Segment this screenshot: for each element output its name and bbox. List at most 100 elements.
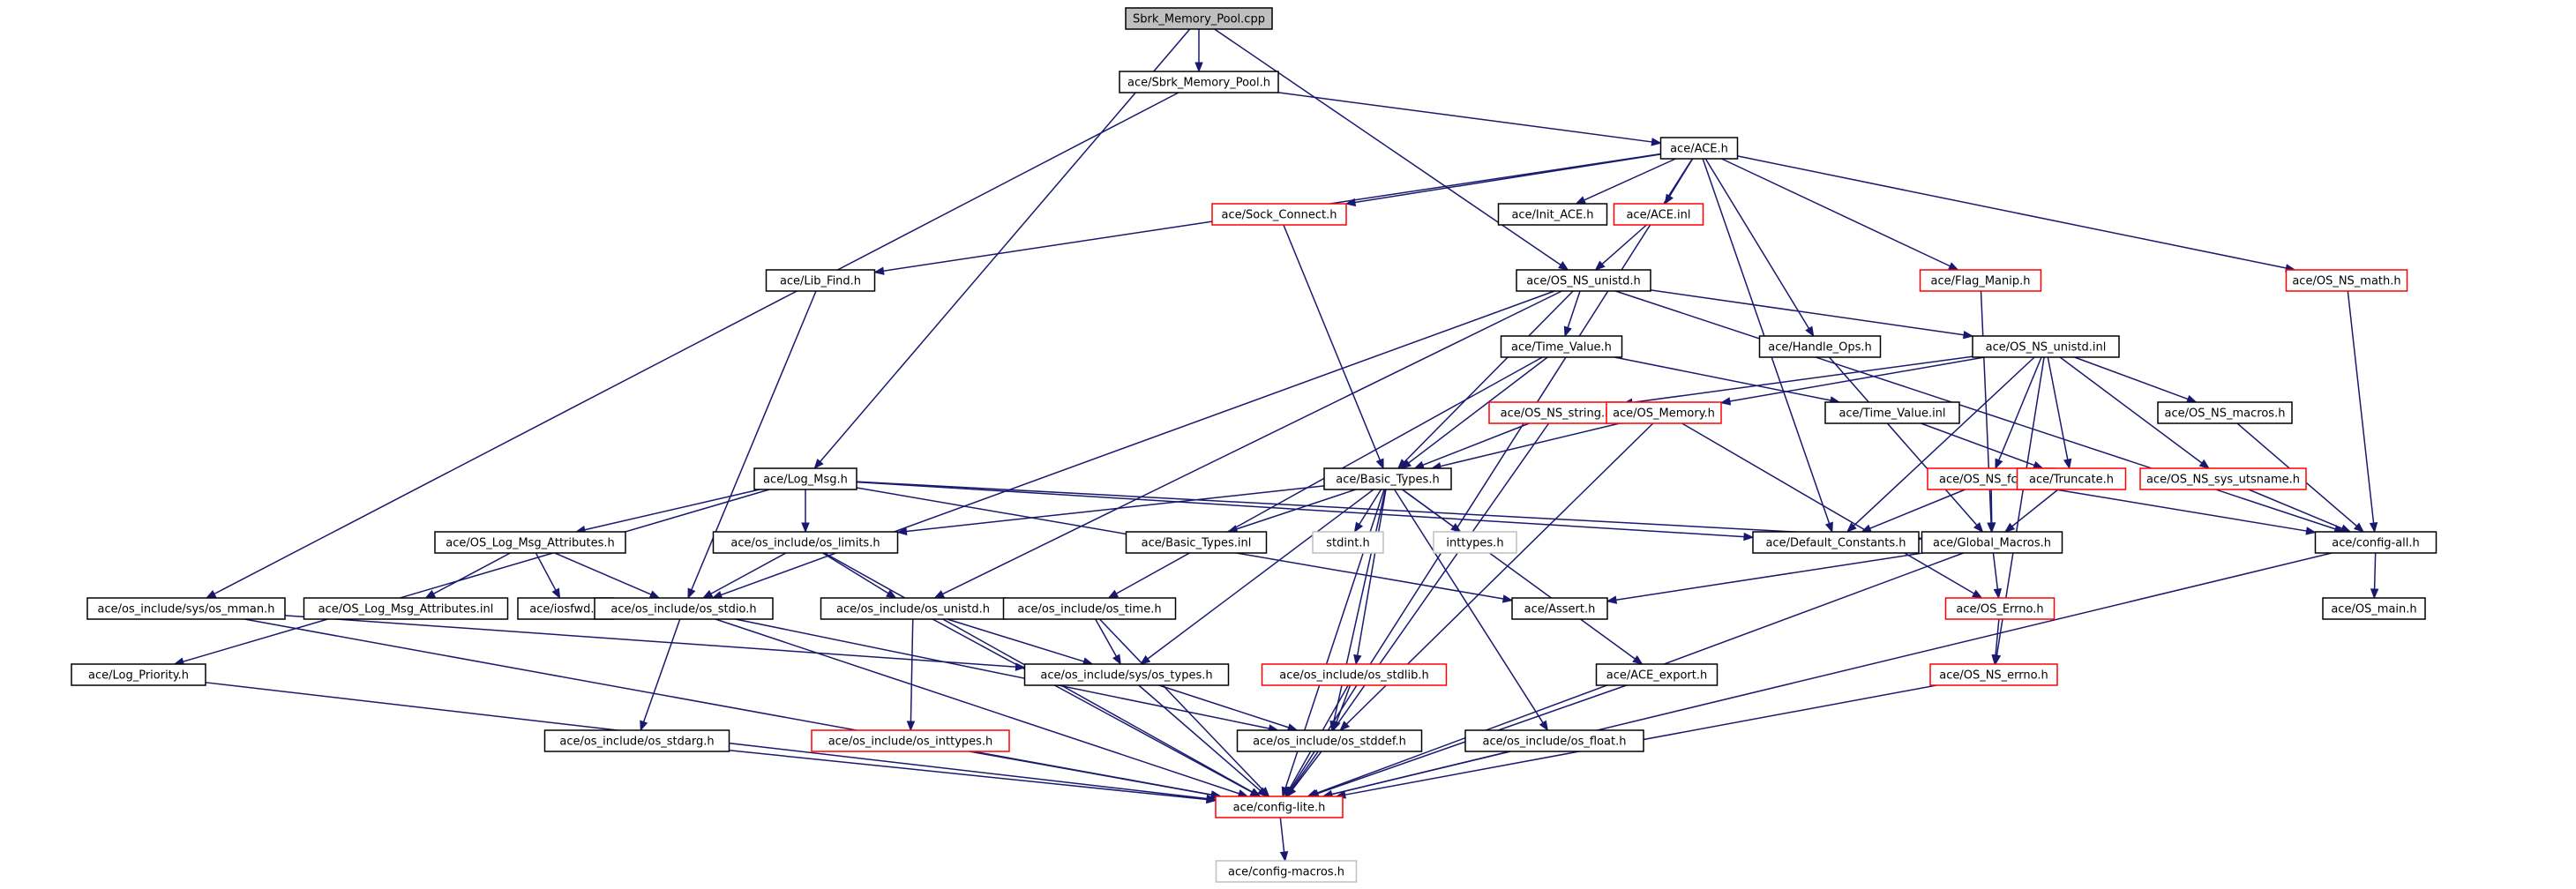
edge-os_types-to-config_lite: [1138, 684, 1269, 797]
edge-os_ns_unistd_inl-to-os_memory: [1719, 356, 1985, 406]
node-time_value_h[interactable]: ace/Time_Value.h: [1500, 335, 1623, 358]
edge-lib_find-to-os_stdio: [687, 290, 817, 600]
edge-line: [735, 618, 1269, 729]
edge-line: [554, 552, 652, 595]
edge-basic_types_h-to-os_limits: [896, 485, 1325, 536]
node-label: ace/OS_NS_macros.h: [2165, 407, 2286, 421]
node-os_log_msg_attr_h[interactable]: ace/OS_Log_Msg_Attributes.h: [434, 531, 626, 554]
node-os_stdio[interactable]: ace/os_include/os_stdio.h: [594, 597, 774, 620]
edge-line: [969, 751, 1212, 796]
edge-line: [910, 618, 914, 722]
edge-line: [2011, 489, 2059, 527]
node-assert[interactable]: ace/Assert.h: [1511, 597, 1608, 620]
edge-line: [1138, 684, 1262, 792]
node-ace_h[interactable]: ace/ACE.h: [1659, 137, 1739, 160]
node-sbrk_h[interactable]: ace/Sbrk_Memory_Pool.h: [1119, 71, 1279, 93]
node-box: [1211, 203, 1347, 226]
arrowhead: [1501, 594, 1514, 603]
node-box: [1119, 71, 1279, 93]
node-init_ace[interactable]: ace/Init_ACE.h: [1497, 203, 1608, 226]
edge-log_msg-to-os_limits: [801, 489, 810, 534]
node-os_ns_string[interactable]: ace/OS_NS_string.h: [1488, 401, 1624, 424]
arrowhead: [813, 458, 824, 470]
node-sbrk_cpp[interactable]: Sbrk_Memory_Pool.cpp: [1125, 7, 1273, 30]
edge-sbrk_cpp-to-os_ns_unistd_h: [1214, 28, 1569, 271]
node-os_float[interactable]: ace/os_include/os_float.h: [1464, 729, 1644, 752]
node-handle_ops[interactable]: ace/Handle_Ops.h: [1758, 335, 1882, 358]
node-label: ace/OS_NS_sys_utsname.h: [2146, 474, 2300, 487]
node-os_unistd[interactable]: ace/os_include/os_unistd.h: [820, 597, 1007, 620]
arrowhead: [1987, 522, 1996, 534]
node-os_time[interactable]: ace/os_include/os_time.h: [1002, 597, 1177, 620]
edge-time_value_h-to-time_value_inl: [1614, 356, 1841, 405]
node-os_ns_macros[interactable]: ace/OS_NS_macros.h: [2157, 401, 2293, 424]
node-label: ace/Log_Priority.h: [88, 669, 189, 683]
node-box: [820, 597, 1007, 620]
node-flag_manip[interactable]: ace/Flag_Manip.h: [1919, 269, 2042, 292]
node-os_ns_unistd_inl[interactable]: ace/OS_NS_unistd.inl: [1972, 335, 2120, 358]
node-label: ace/Lib_Find.h: [780, 275, 861, 288]
edge-line: [1721, 158, 1951, 267]
node-os_types[interactable]: ace/os_include/sys/os_types.h: [1023, 663, 1230, 686]
node-sock_connect[interactable]: ace/Sock_Connect.h: [1211, 203, 1347, 226]
edge-line: [1095, 618, 1118, 657]
node-os_ns_unistd_h[interactable]: ace/OS_NS_unistd.h: [1516, 269, 1651, 292]
node-basic_types_inl[interactable]: ace/Basic_Types.inl: [1125, 531, 1268, 554]
node-box: [1215, 860, 1358, 883]
edge-truncate-to-global_macros: [2003, 489, 2059, 533]
edge-os_ns_unistd_inl-to-os_ns_fcntl: [1995, 356, 2042, 470]
edge-sock_connect-to-basic_types_h: [1283, 224, 1384, 470]
node-os_limits[interactable]: ace/os_include/os_limits.h: [712, 531, 899, 554]
node-box: [2322, 597, 2426, 620]
node-box: [1606, 401, 1722, 424]
node-basic_types_h[interactable]: ace/Basic_Types.h: [1323, 467, 1452, 490]
node-ace_inl[interactable]: ace/ACE.inl: [1613, 203, 1704, 226]
edge-ace_h-to-flag_manip: [1721, 158, 1959, 271]
arrowhead: [1194, 62, 1203, 73]
node-box: [1433, 531, 1517, 554]
edge-line: [1236, 489, 1357, 530]
node-box: [1944, 597, 2056, 620]
edge-os_unistd-to-os_inttypes: [906, 618, 916, 732]
edge-line: [1098, 618, 1264, 791]
node-lib_find[interactable]: ace/Lib_Find.h: [765, 269, 876, 292]
edge-time_value_h-to-basic_types_h: [1400, 356, 1548, 469]
edge-line: [822, 552, 889, 594]
node-label: ace/Truncate.h: [2029, 474, 2114, 487]
node-global_macros[interactable]: ace/Global_Macros.h: [1921, 531, 2063, 554]
node-os_stdarg[interactable]: ace/os_include/os_stdarg.h: [543, 729, 730, 752]
node-os_inttypes[interactable]: ace/os_include/os_inttypes.h: [811, 729, 1010, 752]
node-truncate[interactable]: ace/Truncate.h: [2016, 467, 2127, 490]
node-os_main[interactable]: ace/OS_main.h: [2322, 597, 2426, 620]
arrowhead: [896, 527, 908, 536]
node-ace_export[interactable]: ace/ACE_export.h: [1595, 663, 1719, 686]
edge-line: [2074, 356, 2189, 400]
edge-line: [1292, 751, 1322, 790]
node-config_macros: ace/config-macros.h: [1215, 860, 1358, 883]
node-label: ace/Global_Macros.h: [1933, 537, 2051, 550]
edge-log_msg-to-default_constants: [856, 481, 1755, 542]
arrowhead: [1805, 325, 1815, 338]
node-os_ns_errno[interactable]: ace/OS_NS_errno.h: [1929, 663, 2058, 686]
node-log_priority[interactable]: ace/Log_Priority.h: [71, 663, 206, 686]
node-log_msg[interactable]: ace/Log_Msg.h: [753, 467, 857, 490]
edge-line: [942, 290, 1562, 595]
node-os_errno[interactable]: ace/OS_Errno.h: [1944, 597, 2056, 620]
node-config_all[interactable]: ace/config-all.h: [2314, 531, 2437, 554]
node-os_ns_math[interactable]: ace/OS_NS_math.h: [2285, 269, 2408, 292]
node-label: Sbrk_Memory_Pool.cpp: [1133, 13, 1265, 26]
node-os_mman[interactable]: ace/os_include/sys/os_mman.h: [86, 597, 286, 620]
node-default_constants[interactable]: ace/Default_Constants.h: [1752, 531, 1920, 554]
node-os_stddef[interactable]: ace/os_include/os_stddef.h: [1236, 729, 1423, 752]
node-os_memory[interactable]: ace/OS_Memory.h: [1606, 401, 1722, 424]
arrowhead: [687, 587, 696, 600]
node-os_ns_sys_utsname[interactable]: ace/OS_NS_sys_utsname.h: [2139, 467, 2307, 490]
edge-line: [1601, 224, 1647, 265]
node-os_log_msg_attr_inl[interactable]: ace/OS_Log_Msg_Attributes.inl: [303, 597, 509, 620]
node-os_stdlib[interactable]: ace/os_include/os_stdlib.h: [1261, 663, 1448, 686]
node-time_value_inl[interactable]: ace/Time_Value.inl: [1824, 401, 1960, 424]
edge-line: [2347, 290, 2375, 524]
edge-line: [1869, 489, 1966, 529]
edge-flag_manip-to-global_macros: [1980, 290, 1996, 534]
node-config_lite[interactable]: ace/config-lite.h: [1215, 796, 1344, 818]
